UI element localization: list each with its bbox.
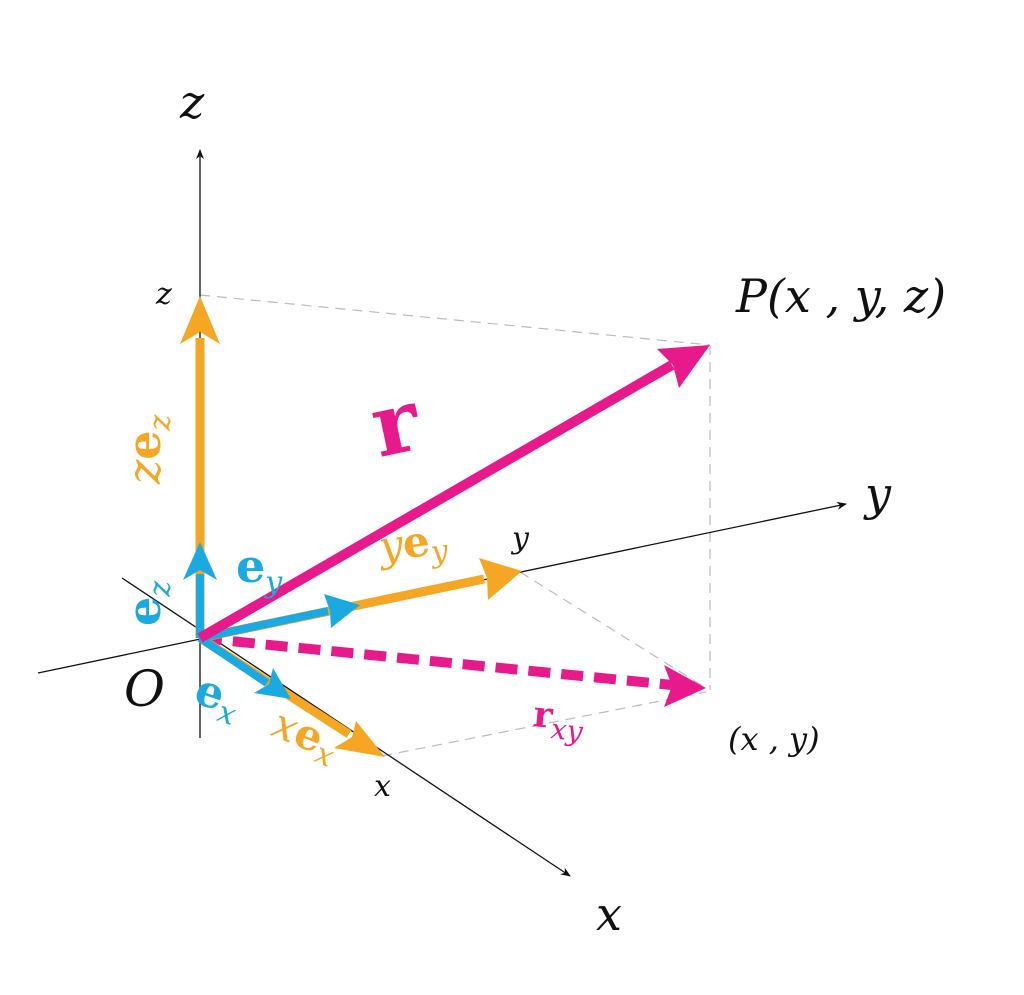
unit-ez-subscript: z [143, 581, 178, 598]
ex-arrowhead [254, 668, 291, 699]
vector-r [197, 345, 710, 643]
vector-rxy [199, 633, 706, 707]
ez-arrowhead [183, 542, 217, 580]
unit-ey-subscript: y [263, 565, 283, 600]
z-ez-arrowhead [180, 296, 220, 344]
axes [37, 149, 847, 877]
y-axis-label: y [863, 467, 892, 521]
z-axis-label: z [179, 75, 205, 129]
y-tick-label: y [510, 521, 530, 556]
origin-label: O [124, 660, 165, 718]
unit-vector-ez [183, 542, 217, 638]
r-vector-label: r [362, 369, 429, 478]
projection-xy-label: (x , y) [728, 720, 820, 758]
x-tick-label: x [374, 769, 391, 804]
rxy-vector-label: rxy [530, 693, 587, 748]
rxy-subscript: xy [549, 712, 585, 748]
x-ex-label: xex [263, 698, 346, 774]
unit-vector-ex [197, 634, 291, 699]
rxy-arrowhead [664, 665, 706, 707]
r-arrowhead [657, 345, 710, 388]
unit-ez-label: ez [117, 581, 178, 626]
ey-arrowhead [324, 594, 360, 628]
x-ex-arrowhead [334, 721, 385, 757]
guide-y-to-xy [519, 571, 707, 689]
z-ez-label: zez [117, 414, 178, 485]
unit-vector-ey [199, 594, 360, 642]
guide-lines [199, 294, 711, 757]
z-ez-basis: e [117, 430, 171, 459]
y-ey-subscript: y [427, 533, 452, 570]
y-ey-arrowhead [479, 558, 522, 600]
z-ez-subscript: z [143, 414, 178, 431]
unit-ez-basis: e [117, 597, 171, 626]
z-tick-label: z [155, 277, 172, 312]
y-ey-basis: e [399, 516, 432, 568]
z-ez-coefficient: z [117, 459, 171, 485]
guide-z-to-p [199, 294, 711, 346]
unit-ex-label: ex [187, 664, 248, 733]
x-axis-label: x [596, 887, 622, 941]
unit-ey-label: ey [236, 539, 283, 600]
point-p-label: P(x , y, z) [735, 269, 946, 323]
guide-x-to-xy [381, 691, 707, 757]
y-ey-label: yey [374, 513, 451, 577]
unit-ey-basis: e [236, 539, 265, 593]
